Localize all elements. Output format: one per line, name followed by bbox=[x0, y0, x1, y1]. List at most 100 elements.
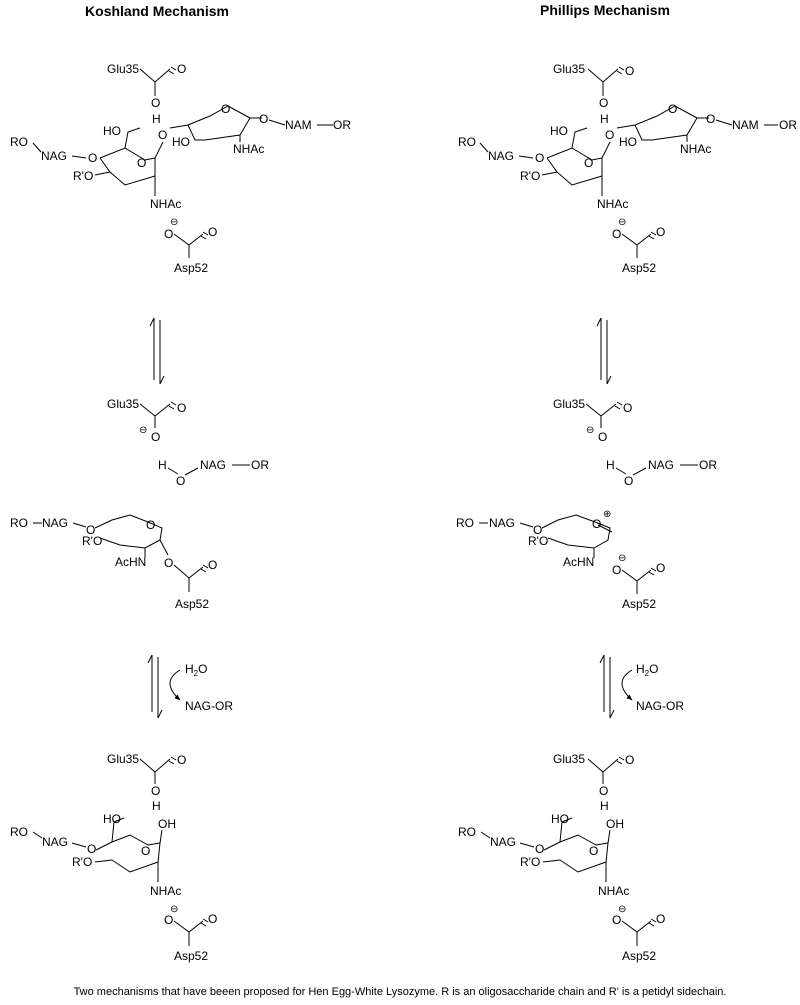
asp52-label: Asp52 bbox=[622, 261, 656, 275]
glu35-label: Glu35 bbox=[553, 62, 585, 76]
minus-charge: ⊖ bbox=[618, 904, 626, 915]
glu35-label: Glu35 bbox=[553, 397, 585, 411]
link-o-label: O bbox=[86, 523, 95, 537]
nag-label: NAG bbox=[200, 458, 226, 472]
nam-label: NAM bbox=[732, 118, 759, 132]
carboxylate-o-label: O bbox=[612, 563, 621, 577]
hydrolysis-equilibrium-arrow: H2O NAG-OR bbox=[147, 654, 233, 719]
link-o-label: O bbox=[88, 151, 97, 165]
nhac-label: NHAc bbox=[150, 197, 181, 211]
ro-label: RO bbox=[456, 516, 474, 530]
ho-label: HO bbox=[172, 135, 190, 149]
carbonyl-o-label: O bbox=[208, 912, 217, 926]
phillips-oxocarbenium-intermediate: Glu35 O ⊖ O H O NAG OR RO NAG O O ⊕ R'O bbox=[456, 397, 717, 611]
acid-h-label: H bbox=[152, 799, 161, 813]
carbonyl-o-label: O bbox=[625, 64, 634, 78]
achn-label: AcHN bbox=[115, 555, 146, 569]
link-o-label: O bbox=[535, 842, 544, 856]
hydroxyl-o-label: O bbox=[599, 784, 608, 798]
ho-label: HO bbox=[103, 124, 121, 138]
leaving-h-label: H bbox=[158, 458, 167, 472]
leaving-h-label: H bbox=[606, 458, 615, 472]
carbonyl-o-label: O bbox=[177, 753, 186, 767]
carbonyl-o-label: O bbox=[625, 753, 634, 767]
equilibrium-arrow bbox=[596, 317, 612, 385]
ro-label: RO bbox=[10, 135, 28, 149]
nhac-label: NHAc bbox=[233, 142, 264, 156]
hydroxyl-o-label: O bbox=[151, 96, 160, 110]
minus-charge: ⊖ bbox=[618, 553, 626, 564]
nag-label: NAG bbox=[648, 458, 674, 472]
oh-label: OH bbox=[606, 817, 624, 831]
ring-o-label: O bbox=[137, 156, 146, 170]
minus-charge: ⊖ bbox=[586, 425, 594, 436]
ho-label: HO bbox=[619, 135, 637, 149]
carboxylate-o-label: O bbox=[598, 430, 607, 444]
or-label: OR bbox=[699, 458, 717, 472]
water-label: H2O bbox=[185, 662, 207, 678]
nag-label: NAG bbox=[41, 149, 67, 163]
or-label: OR bbox=[251, 458, 269, 472]
minus-charge: ⊖ bbox=[618, 217, 626, 228]
hydroxyl-o-label: O bbox=[151, 784, 160, 798]
ro-label: RO bbox=[10, 825, 28, 839]
koshland-title: Koshland Mechanism bbox=[85, 3, 229, 19]
ho-label: HO bbox=[103, 812, 121, 826]
minus-charge: ⊖ bbox=[170, 904, 178, 915]
r-prime-o-label: R'O bbox=[72, 855, 92, 869]
nhac-label: NHAc bbox=[598, 884, 629, 898]
koshland-covalent-intermediate: Glu35 O ⊖ O H O NAG OR RO NAG O O R'O Ac… bbox=[10, 397, 269, 611]
r-prime-o-label: R'O bbox=[82, 534, 102, 548]
ring-o-label: O bbox=[221, 102, 230, 116]
acid-h-label: H bbox=[600, 112, 609, 126]
water-label: H2O bbox=[636, 662, 658, 678]
asp52-label: Asp52 bbox=[175, 597, 209, 611]
carboxylate-o-label: O bbox=[612, 227, 621, 241]
asp52-label: Asp52 bbox=[174, 261, 208, 275]
phillips-title: Phillips Mechanism bbox=[540, 2, 670, 18]
achn-label: AcHN bbox=[563, 555, 594, 569]
ring-o-label: O bbox=[141, 844, 150, 858]
asp52-label: Asp52 bbox=[622, 949, 656, 963]
asp52-label: Asp52 bbox=[174, 949, 208, 963]
asp52-label: Asp52 bbox=[622, 597, 656, 611]
phillips-column: Glu35 O O H O O NAM OR HO NHAc O O HO bbox=[456, 62, 797, 963]
nag-or-label: NAG-OR bbox=[185, 699, 233, 713]
hydroxyl-o-label: O bbox=[599, 96, 608, 110]
phillips-product-complex: Glu35 O O H RO NAG O O HO OH R'O NHAc ⊖ … bbox=[458, 752, 665, 963]
carbonyl-o-label: O bbox=[656, 225, 665, 239]
koshland-enzyme-substrate-complex: Glu35 O O H O O NAM OR HO NHAc O bbox=[10, 62, 351, 275]
nam-label: NAM bbox=[285, 118, 312, 132]
oh-label: OH bbox=[158, 817, 176, 831]
carboxylate-o-label: O bbox=[164, 913, 173, 927]
minus-charge: ⊖ bbox=[139, 425, 147, 436]
carboxylate-o-label: O bbox=[164, 227, 173, 241]
ester-o-label: O bbox=[164, 556, 173, 570]
koshland-product-complex: Glu35 O O H RO NAG O O HO OH R'O NHAc ⊖ … bbox=[10, 752, 217, 963]
ho-label: HO bbox=[551, 812, 569, 826]
carbonyl-o-label: O bbox=[656, 561, 665, 575]
glycosidic-o-label: O bbox=[706, 112, 715, 126]
or-label: OR bbox=[779, 118, 797, 132]
bridge-o-label: O bbox=[158, 128, 167, 142]
carboxylate-o-label: O bbox=[612, 913, 621, 927]
nag-or-label: NAG-OR bbox=[636, 699, 684, 713]
ring-o-label: O bbox=[589, 844, 598, 858]
ring-o-label: O bbox=[668, 102, 677, 116]
carbonyl-o-label: O bbox=[656, 912, 665, 926]
nag-label: NAG bbox=[489, 516, 515, 530]
equilibrium-arrow bbox=[149, 317, 165, 385]
r-prime-o-label: R'O bbox=[73, 169, 93, 183]
nhac-label: NHAc bbox=[680, 142, 711, 156]
acid-h-label: H bbox=[600, 799, 609, 813]
koshland-column: Glu35 O O H O O NAM OR HO NHAc O bbox=[10, 62, 351, 963]
link-o-label: O bbox=[533, 523, 542, 537]
ro-label: RO bbox=[10, 516, 28, 530]
nhac-label: NHAc bbox=[597, 197, 628, 211]
bridge-o-label: O bbox=[605, 128, 614, 142]
hydrolysis-equilibrium-arrow: H2O NAG-OR bbox=[599, 654, 684, 719]
plus-charge: ⊕ bbox=[603, 509, 611, 520]
nhac-label: NHAc bbox=[150, 884, 181, 898]
carbonyl-o-label: O bbox=[208, 225, 217, 239]
